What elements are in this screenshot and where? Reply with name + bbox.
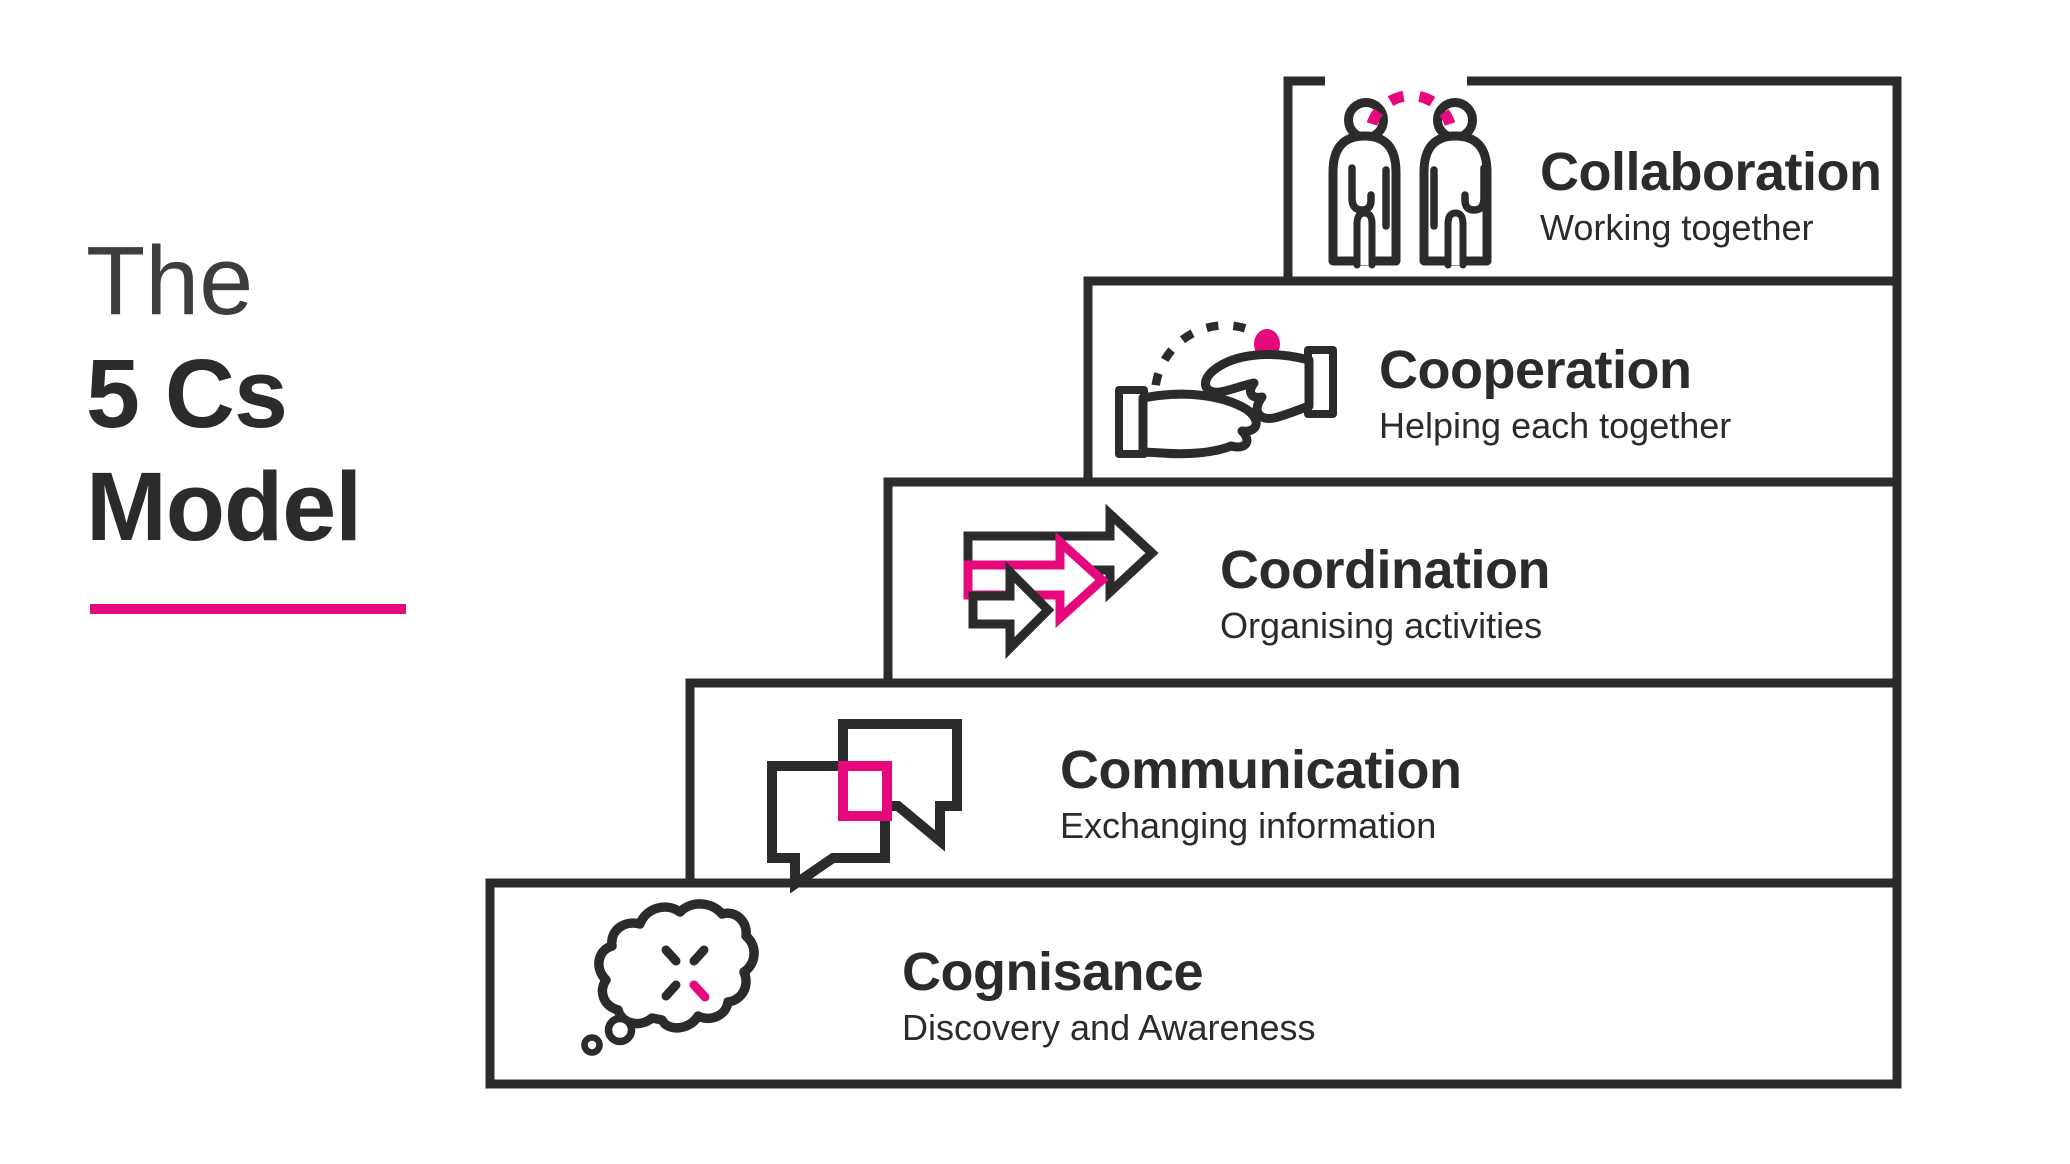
step-label-cognisance: Cognisance Discovery and Awareness [902, 942, 1316, 1050]
title-underline [90, 604, 406, 614]
speech-bubbles-icon [767, 719, 962, 894]
title-line-model: Model [86, 452, 362, 561]
step-title: Communication [1060, 740, 1462, 800]
border-gap [1325, 72, 1467, 90]
step-subtitle: Exchanging information [1060, 805, 1437, 846]
pink-spark-icon [689, 980, 710, 1002]
two-people-icon [1328, 90, 1492, 269]
step-title: Collaboration [1540, 142, 1882, 202]
thought-cloud-icon [581, 899, 759, 1056]
step-label-cooperation: Cooperation Helping each together [1379, 340, 1731, 448]
step-label-communication: Communication Exchanging information [1060, 740, 1462, 848]
link-arc-icon [1366, 90, 1456, 126]
step-subtitle: Working together [1540, 207, 1814, 248]
overlap-square-icon [838, 761, 892, 821]
title-line-5cs: 5 Cs [86, 339, 288, 448]
step-title: Coordination [1220, 540, 1550, 600]
step-subtitle: Discovery and Awareness [902, 1007, 1316, 1048]
step-label-collaboration: Collaboration Working together [1540, 142, 1882, 250]
step-label-coordination: Coordination Organising activities [1220, 540, 1550, 648]
step-subtitle: Organising activities [1220, 605, 1543, 646]
giving-hands-icon [1115, 321, 1337, 459]
step-subtitle: Helping each together [1379, 405, 1732, 446]
forward-arrows-icon [963, 503, 1159, 659]
page-title: The 5 Cs Model [86, 224, 362, 563]
step-title: Cooperation [1379, 340, 1692, 400]
step-title: Cognisance [902, 942, 1204, 1002]
title-line-the: The [86, 226, 254, 335]
